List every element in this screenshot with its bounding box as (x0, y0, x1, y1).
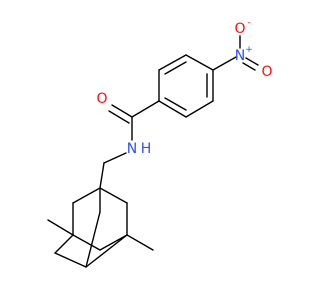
bond (158, 54, 187, 71)
atom-label-nitro-nitrogen: N (235, 48, 245, 64)
bond (103, 152, 127, 164)
bond (99, 162, 105, 189)
adamantane-cage (54, 187, 128, 268)
bond (131, 100, 160, 118)
bond (85, 211, 101, 268)
structure-canvas: O N H N + O - O (47, 18, 273, 268)
bond (158, 100, 187, 118)
double-bond (108, 110, 130, 124)
charge-label-nitro-oxygen-top: - (247, 18, 250, 28)
double-bond (242, 62, 256, 71)
bond (126, 234, 154, 251)
aromatic-double-bond (164, 97, 187, 111)
bond (185, 100, 214, 118)
double-bond (111, 104, 133, 118)
atom-label-carbonyl-oxygen: O (96, 91, 107, 107)
nitro-group (212, 35, 259, 71)
atom-label-amide-nitrogen: N (127, 141, 137, 157)
bond (185, 54, 214, 71)
bond (54, 234, 74, 254)
charge-label-nitro-nitrogen: + (245, 45, 253, 55)
bond (54, 252, 87, 268)
aromatic-double-bond (164, 61, 187, 75)
bond (72, 187, 101, 204)
molecule-diagram: O N H N + O - O (47, 18, 273, 268)
bond (47, 219, 74, 236)
bond (212, 56, 237, 71)
double-bond (245, 57, 259, 66)
atom-label-amide-hydrogen: H (141, 141, 152, 157)
atom-label-nitro-oxygen-right: O (261, 64, 272, 80)
bond (99, 234, 128, 251)
benzene-ring (158, 54, 214, 118)
methyl-groups (47, 219, 154, 251)
bond (99, 187, 128, 204)
bond (85, 234, 128, 268)
bond (72, 234, 101, 251)
atom-label-nitro-oxygen-top: O (234, 21, 245, 37)
amide-group (99, 100, 160, 189)
